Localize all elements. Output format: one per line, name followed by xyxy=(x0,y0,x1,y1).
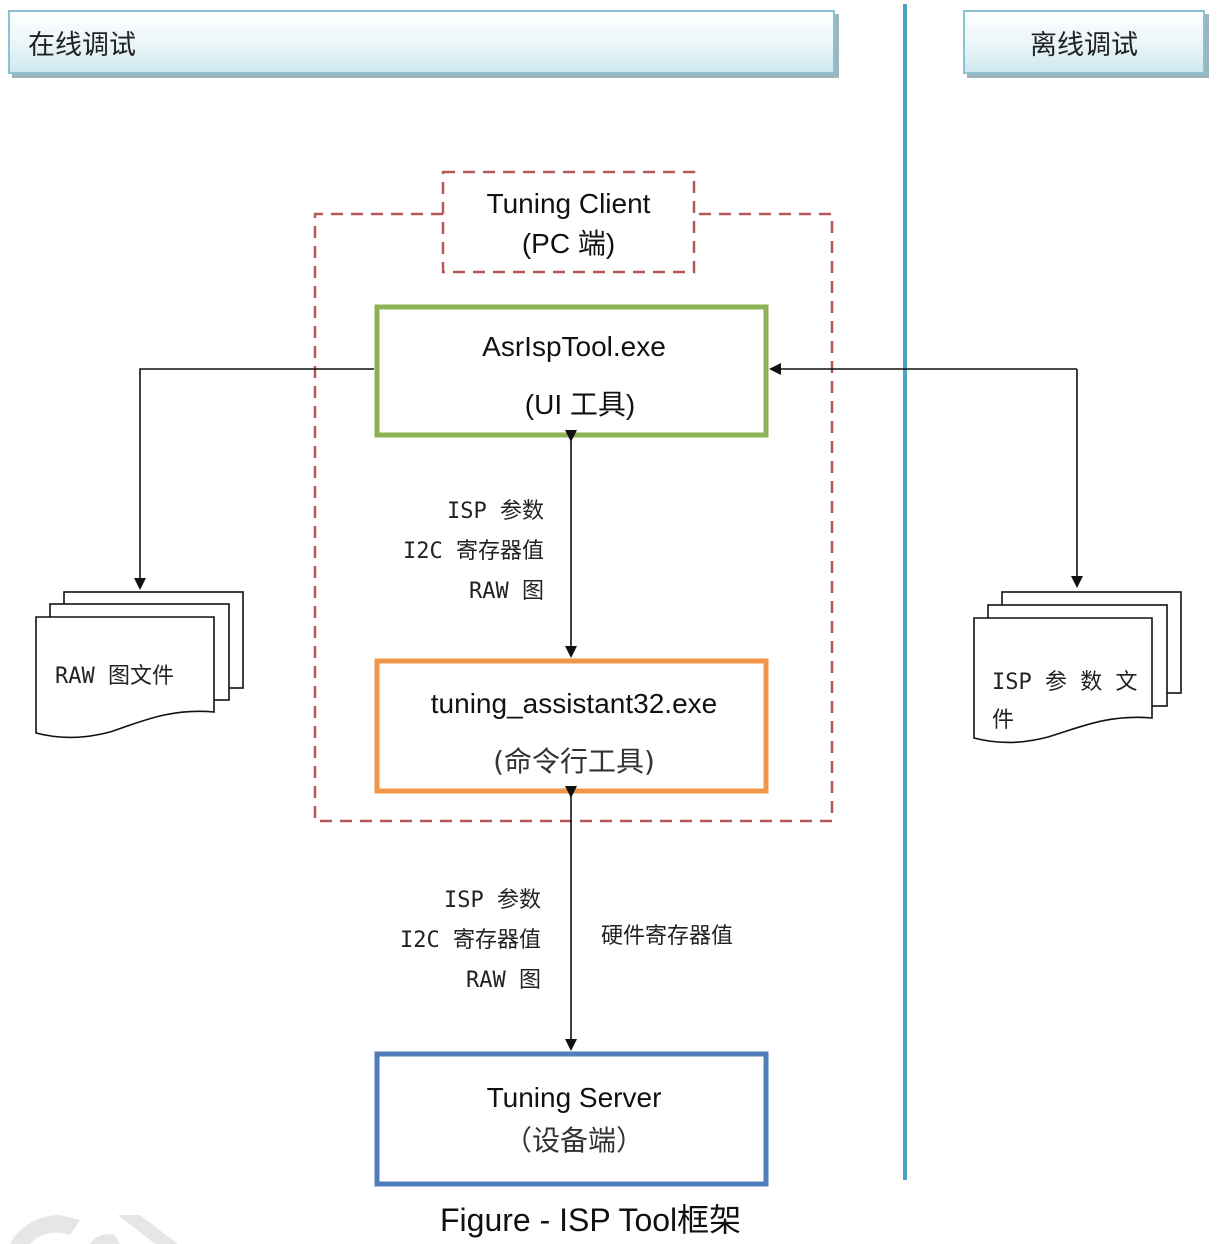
section-title-offline: 离线调试 xyxy=(1030,29,1138,61)
ui-cmd-edge-line-isp: ISP 参数 xyxy=(447,499,544,524)
figure-caption: Figure - ISP Tool框架 xyxy=(440,1202,742,1238)
section-header-online: 在线调试 xyxy=(8,10,835,74)
server-label: Tuning Server （设备端） xyxy=(377,1078,771,1164)
ui-tool-subtitle: (UI 工具) xyxy=(524,389,636,420)
server-box[interactable] xyxy=(374,1051,769,1187)
cmd-tool-name: tuning_assistant32.exe xyxy=(430,688,718,719)
client-group-title-box xyxy=(441,170,696,274)
server-name: Tuning Server xyxy=(486,1082,662,1113)
ui-to-raw-connector xyxy=(134,368,374,590)
ui-tool-name: AsrIspTool.exe xyxy=(482,331,666,362)
cmd-server-edge-line-raw: RAW 图 xyxy=(466,968,541,993)
section-title-online: 在线调试 xyxy=(28,29,136,61)
cmd-server-edge-line-isp: ISP 参数 xyxy=(444,888,541,913)
cmd-tool-label: tuning_assistant32.exe (命令行工具) xyxy=(377,684,771,782)
isp-param-file-label: ISP 参 数 文 件 xyxy=(992,664,1137,740)
ui-tool-label: AsrIspTool.exe (UI 工具) xyxy=(377,328,771,424)
cmd-server-edge-label: ISP 参数 I2C 寄存器值 RAW 图 xyxy=(376,881,541,1001)
section-header-offline: 离线调试 xyxy=(963,10,1205,74)
hw-register-edge-label: 硬件寄存器值 xyxy=(601,924,734,949)
ui-cmd-edge-line-i2c: I2C 寄存器值 xyxy=(403,539,544,564)
ui-cmd-edge-line-raw: RAW 图 xyxy=(469,579,544,604)
client-group-title-line1: Tuning Client xyxy=(486,188,651,219)
client-group-title-line2: (PC 端) xyxy=(521,228,616,259)
cmd-server-edge-line-i2c: I2C 寄存器值 xyxy=(400,928,541,953)
isp-param-file-document-icon xyxy=(973,591,1182,744)
ui-cmd-edge-label: ISP 参数 I2C 寄存器值 RAW 图 xyxy=(380,492,544,612)
raw-file-document-icon xyxy=(35,591,244,739)
client-group-boundary xyxy=(313,212,834,823)
client-group-title: Tuning Client (PC 端) xyxy=(443,184,694,264)
raw-file-label: RAW 图文件 xyxy=(55,664,174,689)
server-subtitle: （设备端） xyxy=(503,1124,644,1157)
isp-param-file-label-line1: ISP 参 数 文 xyxy=(992,670,1138,695)
watermark-logo-icon xyxy=(10,1215,178,1244)
isp-param-file-label-line2: 件 xyxy=(992,708,1015,733)
cmd-tool-subtitle: (命令行工具) xyxy=(493,745,655,778)
